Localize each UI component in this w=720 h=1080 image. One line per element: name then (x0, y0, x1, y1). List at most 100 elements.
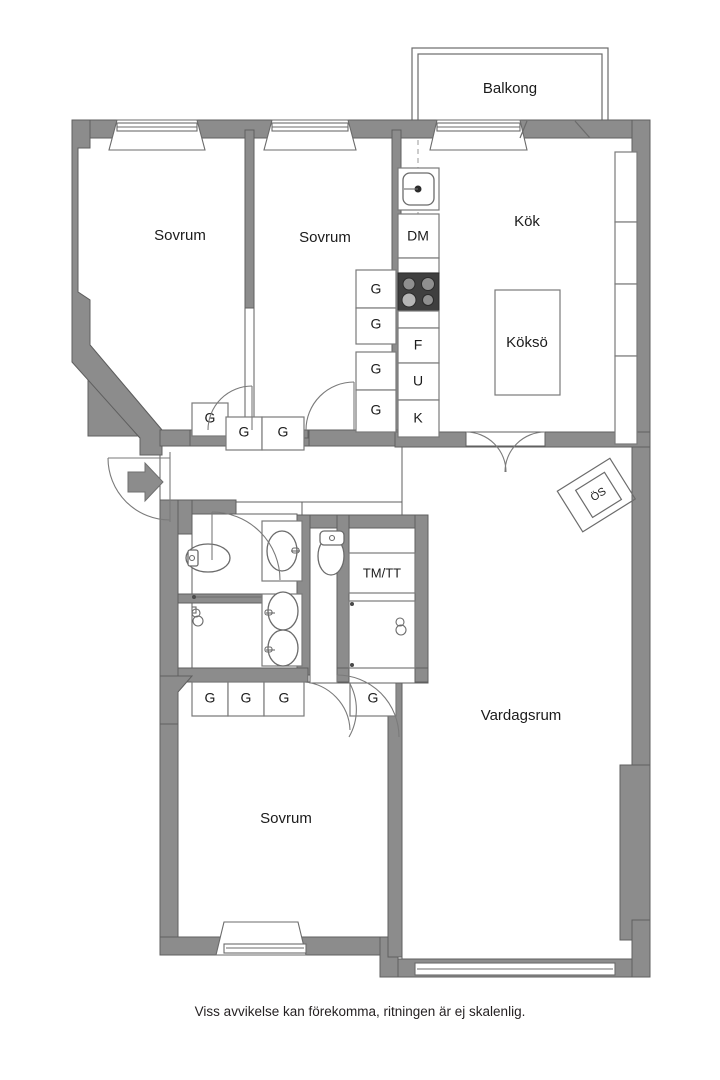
doors (107, 381, 546, 738)
hob-burner-1 (402, 277, 416, 291)
wall-right-lower-a (631, 446, 651, 768)
door-sovrum-1 (207, 385, 253, 431)
closet-g10 (263, 681, 305, 717)
washbasin-tap-body-2 (264, 609, 273, 616)
toilet-cistern-2 (319, 530, 345, 546)
closet-g2 (355, 307, 397, 345)
kitchen-counter-seg-1 (614, 151, 638, 223)
kitchen-appliance-column: DM F U K (397, 140, 440, 438)
closet-g9 (227, 681, 265, 717)
dishwasher-cabinet (397, 213, 440, 259)
washbasin-tap-body-3 (264, 646, 273, 653)
hob-burner-2 (421, 277, 435, 291)
toilet-flush-1 (188, 554, 196, 562)
appliance-label-tmtt: TM/TT (363, 565, 401, 580)
utility-box (348, 600, 416, 669)
fireplace-inner (574, 471, 623, 519)
wall-sovrum3-living-2 (387, 681, 403, 958)
closet-g8 (191, 681, 229, 717)
room-living-floor (401, 446, 633, 960)
washbasin-tap-body-1 (291, 547, 300, 554)
room-label-vardagsrum: Vardagsrum (481, 707, 562, 724)
plan-caption: Viss avvikelse kan förekomma, ritningen … (194, 1004, 526, 1019)
kitchen-counter-seg-3 (614, 283, 638, 357)
room-floors (77, 137, 633, 960)
wall-bath-top-right-2 (302, 514, 429, 529)
toilet-cistern-1 (187, 549, 199, 567)
closet-label-g9: G (241, 690, 252, 706)
door-bath-entry (211, 511, 281, 581)
washbasin-3 (267, 629, 299, 667)
door-entrance-arc (107, 457, 171, 521)
entrance-arrow (127, 461, 164, 503)
window-jamb-right (574, 120, 591, 139)
wall-left-upper-2 (71, 119, 163, 456)
room-sovrum-3-floor (177, 681, 389, 938)
utility-shower-head (395, 617, 405, 627)
closet-g5 (191, 402, 229, 437)
wall-bath-right-2 (414, 514, 429, 684)
wall-hall-left-stub-2 (177, 499, 193, 535)
shower-mixer-1 (192, 615, 204, 627)
kitchen-counter-right (614, 151, 638, 445)
room-label-sovrum-2: Sovrum (299, 229, 351, 246)
room-label-balkong: Balkong (483, 80, 537, 97)
balcony-outline (411, 47, 609, 125)
closets-hall-upper: G G G (191, 402, 305, 451)
room-label-koko: Köksö (506, 334, 548, 351)
closet-g1 (355, 269, 397, 309)
door-sovrum-3 (348, 681, 357, 738)
appliance-label-f: F (414, 337, 423, 353)
kitchen-island (494, 289, 561, 396)
shower-pipe-1 (191, 606, 197, 614)
wall-hall-top-a (159, 429, 191, 447)
washbasin-2 (267, 591, 299, 631)
fridge-cabinet (397, 399, 440, 438)
wall-right-lower-b (619, 764, 651, 941)
closets-lower: G G G G (191, 681, 397, 717)
hob-burner-4 (422, 294, 434, 306)
closet-label-g4: G (371, 402, 382, 418)
door-sovrum-2 (305, 381, 355, 431)
shower-screen-pin-a (192, 595, 196, 599)
wall-right-lower-c (631, 919, 651, 978)
door-kitchen-right (504, 431, 546, 473)
wall-bath-bottom-left-2 (177, 667, 309, 683)
kitchen-counter-seg-4 (614, 355, 638, 445)
closet-label-g1: G (371, 281, 382, 297)
fireplace-outline (556, 457, 637, 533)
washbasin-niche (261, 520, 303, 667)
wall-left-lower-2 (159, 499, 179, 956)
appliance-label-u: U (413, 373, 423, 389)
room-labels: Balkong Sovrum Sovrum Kök Köksö Vardagsr… (154, 80, 561, 827)
kitchen-cabinet-blank-1 (397, 257, 440, 274)
door-sovrum-3-arc (303, 681, 351, 731)
kitchen-cabinet-blank-2 (397, 310, 440, 329)
appliance-label-dm: DM (407, 228, 429, 244)
closet-label-g8: G (205, 690, 216, 706)
door-corridor-bottom (336, 674, 400, 738)
appliance-label-k: K (413, 410, 423, 426)
closet-label-g7: G (278, 424, 289, 440)
wall-sovrum-divider-2 (244, 129, 255, 309)
closet-g7 (261, 416, 305, 451)
closet-g11 (349, 681, 397, 717)
wall-closet-angle (159, 675, 194, 725)
kitchen-counter-seg-2 (614, 221, 638, 285)
closet-label-g6: G (239, 424, 250, 440)
toilet-flush-2 (328, 534, 336, 542)
bathroom-right: TM/TT (317, 527, 416, 684)
closets-kitchen-side: G G G G (355, 269, 397, 433)
closet-label-g2: G (371, 316, 382, 332)
utility-pin-a (350, 602, 354, 606)
closet-g6 (225, 416, 263, 451)
windows (108, 119, 616, 976)
room-label-sovrum-3: Sovrum (260, 810, 312, 827)
closet-label-g10: G (279, 690, 290, 706)
balcony-group (411, 47, 609, 125)
closet-label-g3: G (371, 361, 382, 377)
entrance-arrow-shape (127, 461, 164, 503)
closet-label-g11: G (368, 690, 379, 706)
hob-burner-3 (401, 292, 417, 308)
